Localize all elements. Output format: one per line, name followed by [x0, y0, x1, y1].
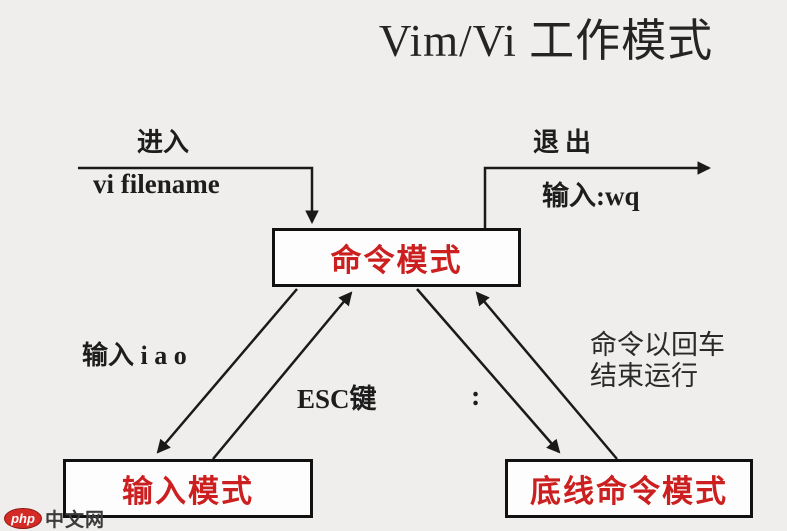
- exit-command-label: 输入:wq: [542, 181, 640, 211]
- watermark-site-text: 中文网: [45, 510, 106, 531]
- lastline-return-line1: 命令以回车: [590, 330, 725, 360]
- esc-key-label: ESC键: [297, 384, 377, 414]
- command-to-insert-arrow: [156, 288, 298, 454]
- lastline-mode-label: 底线命令模式: [530, 474, 728, 509]
- php-logo-badge: php: [4, 508, 42, 529]
- lastline-to-command-arrow: [475, 291, 618, 460]
- page-title: Vim/Vi 工作模式: [378, 16, 714, 66]
- lastline-mode-box: 底线命令模式: [505, 459, 753, 518]
- insert-to-command-arrow: [212, 291, 353, 460]
- enter-command-label: vi filename: [93, 169, 220, 199]
- lastline-return-line2: 结束运行: [590, 361, 698, 391]
- watermark: php 中文网: [4, 505, 105, 531]
- command-mode-label: 命令模式: [330, 243, 463, 278]
- insert-mode-box: 输入模式: [63, 459, 313, 518]
- exit-arrow: [483, 161, 712, 228]
- lastline-return-label: 命令以回车 结束运行: [590, 330, 725, 392]
- command-to-lastline-arrow: [416, 288, 561, 454]
- enter-label: 进入: [137, 128, 190, 157]
- command-mode-box: 命令模式: [272, 228, 521, 287]
- colon-label: :: [471, 381, 481, 412]
- insert-mode-label: 输入模式: [122, 474, 254, 509]
- insert-trigger-label: 输入 i a o: [82, 341, 187, 370]
- exit-label: 退出: [533, 128, 598, 157]
- enter-arrow: [78, 166, 319, 225]
